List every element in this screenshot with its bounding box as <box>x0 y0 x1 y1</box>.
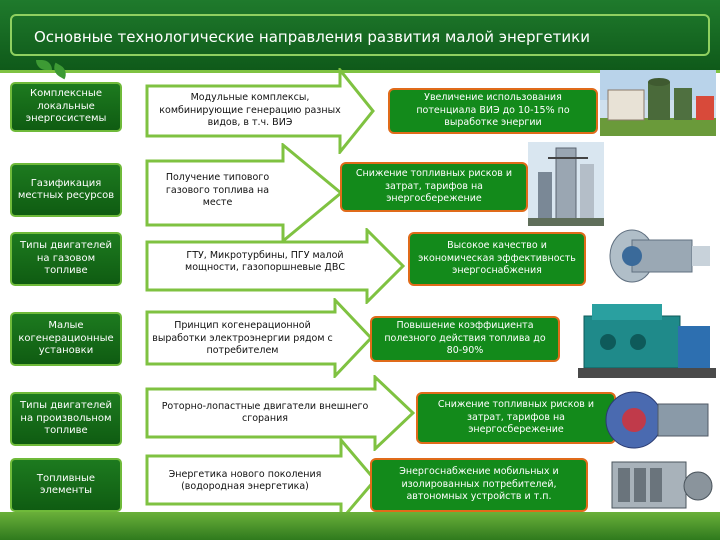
fuel-cell-photo <box>604 450 716 520</box>
arrow-row4 <box>145 298 373 378</box>
biogas-plant-photo <box>600 70 716 136</box>
arrow-row3 <box>145 228 405 304</box>
arrow-row5 <box>145 375 415 451</box>
middle-text-row2: Получение типового газового топлива на м… <box>165 172 270 209</box>
left-box-row3: Типы двигателей на газовом топливе <box>10 232 122 286</box>
middle-text-row1: Модульные комплексы, комбинирующие генер… <box>159 92 341 129</box>
gasification-tower-photo <box>528 142 604 226</box>
cogeneration-unit-photo <box>578 296 716 382</box>
left-box-row4: Малые когенерационные установки <box>10 312 122 366</box>
arrow-row6 <box>145 438 377 522</box>
left-box-row1: Комплексные локальные энергосистемы <box>10 82 122 132</box>
arrow-row1 <box>145 68 375 154</box>
right-box-row4: Повышение коэффициента полезного действи… <box>370 316 560 362</box>
turbine-photo <box>602 218 714 288</box>
right-box-row1: Увеличение использования потенциала ВИЭ … <box>388 88 598 134</box>
right-box-row2: Снижение топливных рисков и затрат, тари… <box>340 162 528 212</box>
rotary-engine-photo <box>598 384 716 456</box>
arrow-row2 <box>145 143 344 243</box>
middle-text-row3: ГТУ, Микротурбины, ПГУ малой мощности, г… <box>185 249 345 273</box>
footer-bar <box>0 512 720 540</box>
left-box-row6: Топливные элементы <box>10 458 122 512</box>
right-box-row6: Энергоснабжение мобильных и изолированны… <box>370 458 588 512</box>
middle-text-row5: Роторно-лопастные двигатели внешнего сго… <box>161 400 369 424</box>
left-box-row5: Типы двигателей на произвольном топливе <box>10 392 122 446</box>
right-box-row5: Снижение топливных рисков и затрат, тари… <box>416 392 616 444</box>
header-bar: Основные технологические направления раз… <box>0 0 720 73</box>
page-title: Основные технологические направления раз… <box>10 14 710 56</box>
leaf-decoration-icon <box>36 60 52 70</box>
left-box-row2: Газификация местных ресурсов <box>10 163 122 217</box>
middle-text-row4: Принцип когенерационной выработки электр… <box>152 320 333 357</box>
right-box-row3: Высокое качество и экономическая эффекти… <box>408 232 586 286</box>
middle-text-row6: Энергетика нового поколения (водородная … <box>168 468 322 492</box>
